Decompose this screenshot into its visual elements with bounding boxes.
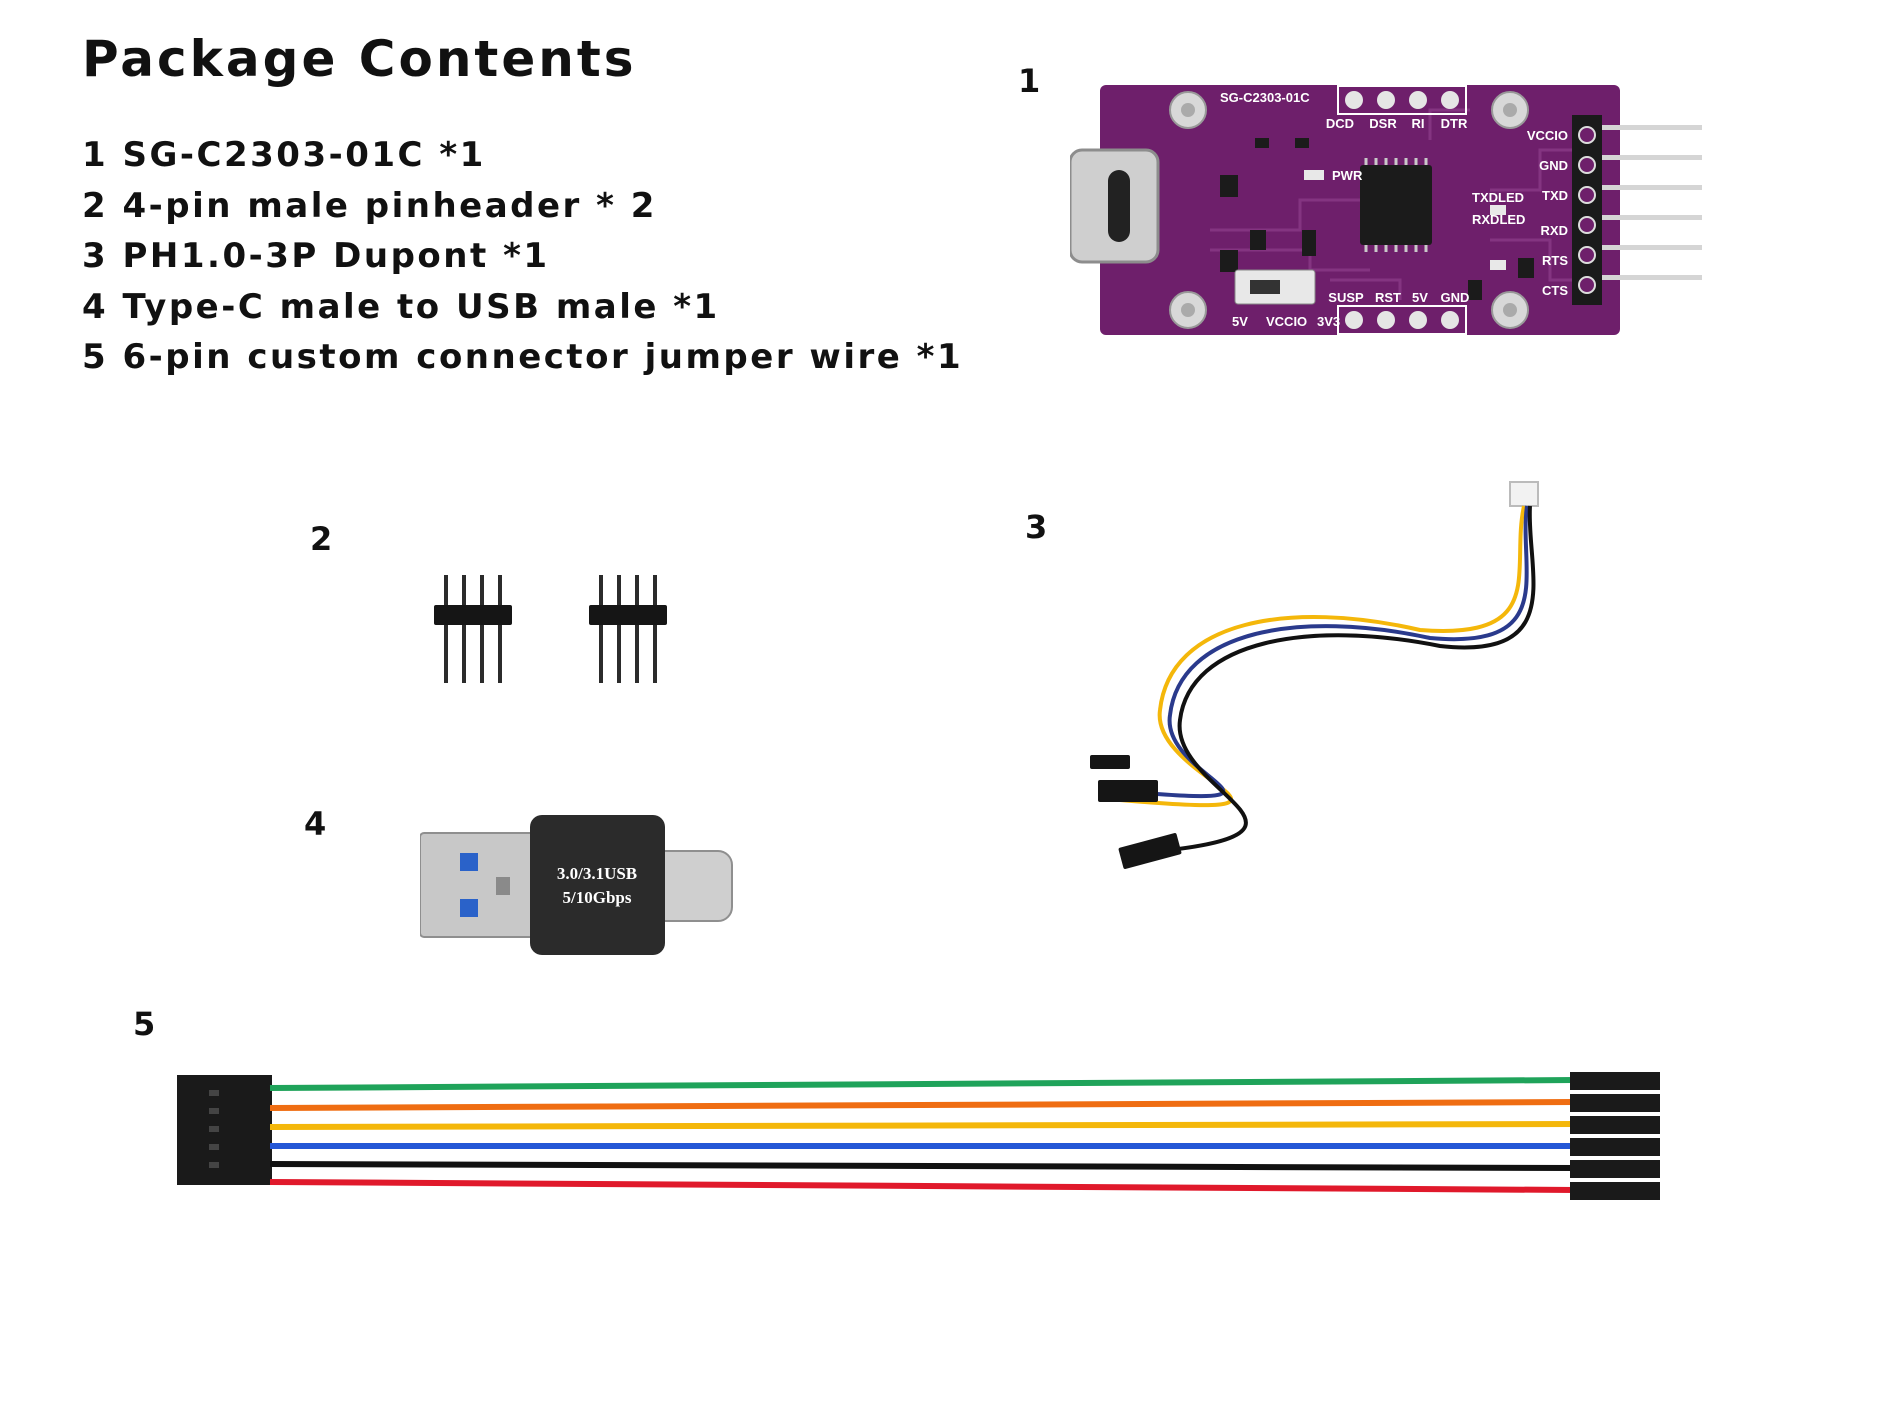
figure-number-1: 1 [1018, 62, 1041, 100]
svg-text:5V: 5V [1232, 314, 1248, 329]
adapter-label-2: 5/10Gbps [563, 888, 632, 907]
page-title: Package Contents [82, 30, 637, 88]
pin-headers [434, 575, 667, 683]
pin-header-b [589, 575, 667, 683]
list-item: 1 SG-C2303-01C *1 [82, 135, 486, 175]
six-pin-housing [177, 1075, 272, 1185]
svg-text:RXDLED: RXDLED [1472, 212, 1525, 227]
chip-icon [1360, 158, 1432, 252]
svg-text:SUSP: SUSP [1328, 290, 1364, 305]
voltage-switch-icon [1234, 269, 1316, 305]
usb-a-plug [420, 832, 536, 938]
usb-uart-board: SG-C2303-01C DCD DSR RI DTR SUSP RST 5V … [1070, 85, 1702, 335]
list-item: 2 4-pin male pinheader * 2 [82, 185, 657, 226]
figure-number-4: 4 [304, 805, 327, 843]
screw-holes [1169, 91, 1529, 329]
adapter-label-1: 3.0/3.1USB [557, 864, 637, 883]
svg-text:RTS: RTS [1542, 253, 1568, 268]
svg-text:TXD: TXD [1542, 188, 1568, 203]
svg-text:5V: 5V [1412, 290, 1428, 305]
usb-c-port-icon [1070, 148, 1160, 264]
svg-text:DCD: DCD [1326, 116, 1354, 131]
svg-text:PWR: PWR [1332, 168, 1363, 183]
svg-text:3V3: 3V3 [1317, 314, 1340, 329]
svg-text:VCCIO: VCCIO [1266, 314, 1307, 329]
female-connectors [1570, 1072, 1660, 1200]
svg-text:TXDLED: TXDLED [1472, 190, 1524, 205]
svg-text:DSR: DSR [1369, 116, 1397, 131]
svg-text:GND: GND [1441, 290, 1470, 305]
pin-header-a [434, 575, 512, 683]
list-item: 4 Type-C male to USB male *1 [82, 286, 720, 327]
svg-text:GND: GND [1539, 158, 1568, 173]
top-pin-holes [1337, 85, 1467, 115]
svg-text:VCCIO: VCCIO [1527, 128, 1568, 143]
six-pin-jumper-wire [177, 1072, 1660, 1200]
contents-list: 1 SG-C2303-01C *1 2 4-pin male pinheader… [82, 130, 963, 383]
bottom-pin-holes [1337, 305, 1467, 335]
svg-text:CTS: CTS [1542, 283, 1568, 298]
board-model-label: SG-C2303-01C [1220, 90, 1310, 105]
list-item: 3 PH1.0-3P Dupont *1 [82, 236, 550, 276]
side-pin-header [1572, 115, 1702, 305]
ph-connector [1509, 481, 1539, 507]
dupont-female-1 [1098, 780, 1158, 802]
svg-text:DTR: DTR [1441, 116, 1468, 131]
ph-dupont-cable [1090, 481, 1539, 869]
figure-number-2: 2 [310, 520, 333, 558]
svg-text:RI: RI [1412, 116, 1425, 131]
figure-number-5: 5 [133, 1005, 156, 1043]
svg-text:RXD: RXD [1541, 223, 1568, 238]
adapter-body [530, 815, 665, 955]
dupont-female-3 [1118, 833, 1182, 869]
list-item: 5 6-pin custom connector jumper wire *1 [82, 337, 964, 377]
dupont-female-2 [1090, 755, 1130, 769]
figure-number-3: 3 [1025, 508, 1048, 546]
usb-adapter: 3.0/3.1USB 5/10Gbps [420, 815, 733, 955]
svg-text:RST: RST [1375, 290, 1401, 305]
